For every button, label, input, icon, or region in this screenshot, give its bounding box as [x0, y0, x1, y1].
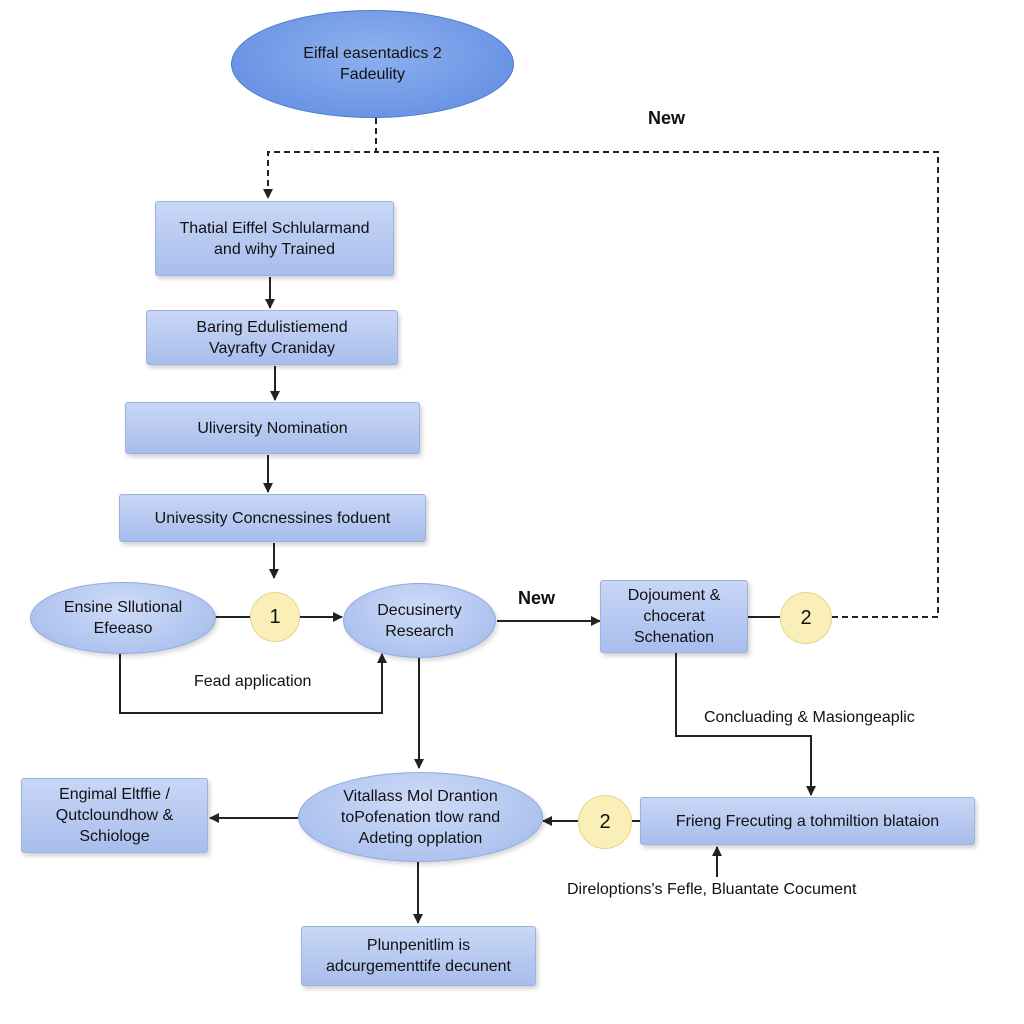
circle-2-bottom: 2 [578, 795, 632, 849]
research-line-1: Decusinerty [377, 601, 462, 619]
left-ellipse-line-2: Efeeaso [93, 620, 153, 637]
start-line-2: Fadeulity [340, 66, 405, 83]
label-dirclopions: Direloptions's Fefle, Bluantate Cocument [567, 881, 857, 898]
step2-box: Baring Edulistiemend Vayrafty Craniday [146, 310, 398, 365]
step2-line-1: Baring Edulistiemend [196, 318, 348, 336]
connector-loop-dashed [376, 151, 939, 618]
left-box-line-2: Qutcloundhow & [55, 807, 174, 824]
bottom-box-line-2: adcurgementtife decunent [325, 958, 511, 975]
start-ellipse: Eiffal easentadics 2 Fadeulity [231, 10, 514, 118]
step1-line-2: and wihy Trained [214, 240, 335, 258]
step2-line-2: Vayrafty Craniday [209, 339, 335, 357]
step1-line-1: Thatial Eiffel Schlularmand [179, 219, 370, 237]
step4-box: Univessity Concnessines foduent [119, 494, 426, 542]
right-box-label: Frieng Frecuting a tohmiltion blataion [675, 812, 940, 830]
step3-label: Uliversity Nomination [197, 419, 348, 437]
document-box: Dojoument & chocerat Schenation [600, 580, 748, 653]
label-fead-application: Fead application [194, 673, 312, 690]
document-line-1: Dojoument & [627, 587, 721, 604]
step4-label: Univessity Concnessines foduent [154, 509, 391, 527]
circle-2-bottom-label: 2 [599, 810, 611, 833]
label-new-mid: New [518, 588, 556, 608]
center-ellipse: Vitallass Mol Drantion toPofenation tlow… [298, 772, 543, 862]
document-line-3: Schenation [633, 629, 715, 646]
connector-fead-application [119, 653, 387, 714]
start-line-1: Eiffal easentadics 2 [303, 45, 442, 62]
circle-2-top: 2 [780, 592, 832, 644]
left-box: Engimal Eltffie / Qutcloundhow & Schiolo… [21, 778, 208, 853]
center-ellipse-line-3: Adeting opplation [358, 829, 483, 847]
connector-document-to-rightbox [675, 653, 816, 796]
connector-start-to-step1 [263, 118, 377, 199]
research-line-2: Research [385, 622, 454, 640]
center-ellipse-line-2: toPofenation tlow rand [340, 808, 501, 826]
left-ellipse: Ensine Sllutional Efeeaso [30, 582, 216, 654]
bottom-box: Plunpenitlim is adcurgementtife decunent [301, 926, 536, 986]
document-line-2: chocerat [643, 608, 705, 625]
circle-2-top-label: 2 [800, 606, 812, 629]
circle-1-label: 1 [269, 605, 281, 628]
label-concluding: Concluading & Masiongeaplic [704, 709, 915, 726]
step3-box: Uliversity Nomination [125, 402, 420, 454]
left-ellipse-line-1: Ensine Sllutional [63, 599, 183, 616]
label-new-top: New [648, 108, 686, 128]
left-box-line-3: Schiologe [79, 828, 150, 845]
left-box-line-1: Engimal Eltffie / [59, 786, 170, 803]
right-box: Frieng Frecuting a tohmiltion blataion [640, 797, 975, 845]
step1-box: Thatial Eiffel Schlularmand and wihy Tra… [155, 201, 394, 276]
circle-1: 1 [250, 592, 300, 642]
bottom-box-line-1: Plunpenitlim is [366, 937, 471, 954]
center-ellipse-line-1: Vitallass Mol Drantion [343, 787, 498, 805]
research-ellipse: Decusinerty Research [343, 583, 496, 658]
